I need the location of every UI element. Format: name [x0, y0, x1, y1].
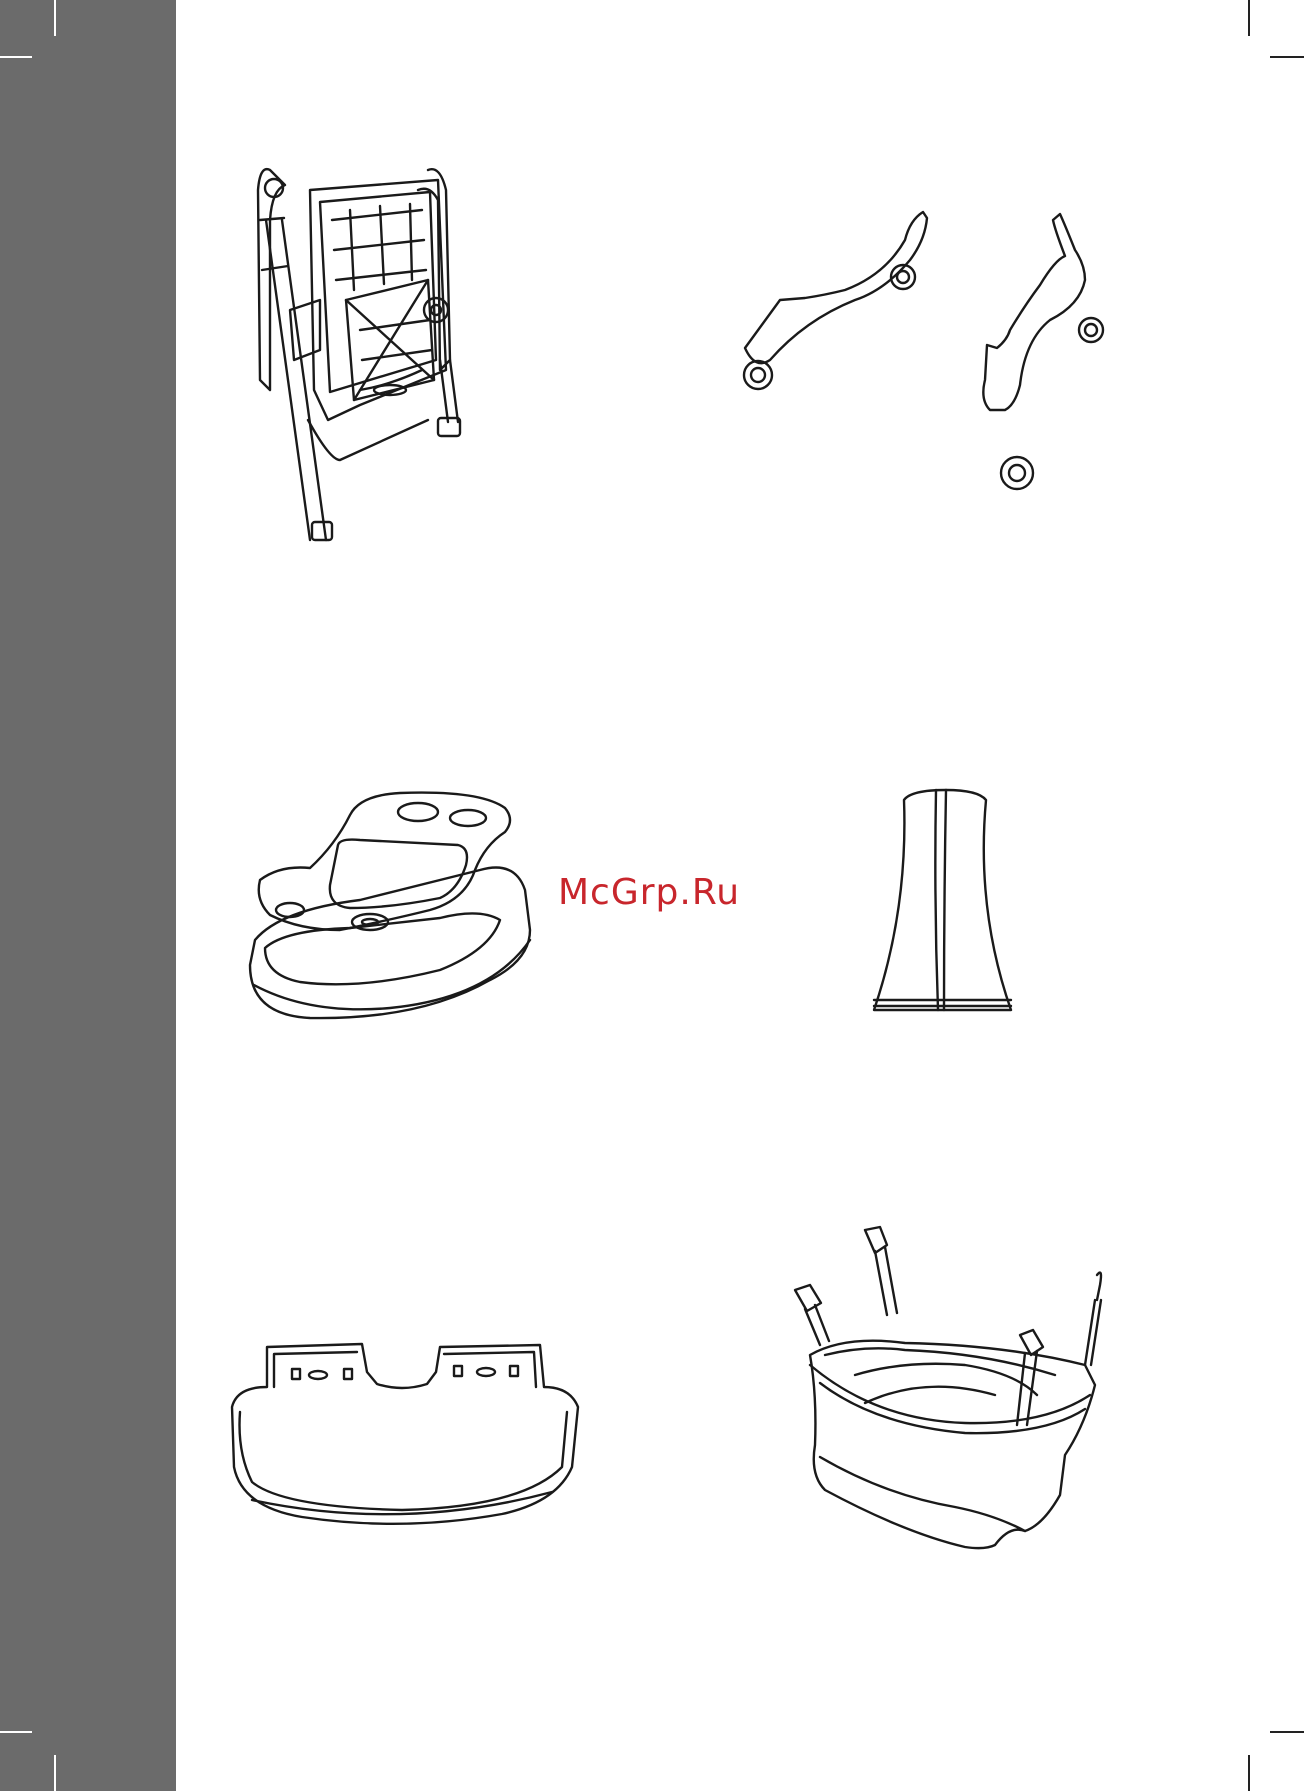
tray-insert-illustration	[222, 1342, 582, 1532]
shopping-basket-illustration	[785, 1225, 1105, 1555]
crop-mark	[1248, 1755, 1250, 1791]
crop-mark	[1270, 1731, 1304, 1733]
page-sidebar	[0, 0, 176, 1791]
rear-wheel-legs-illustration	[735, 210, 1115, 500]
folded-high-chair-illustration	[250, 160, 510, 550]
crop-mark	[54, 1755, 56, 1791]
seat-post-cover-illustration	[866, 790, 1026, 1020]
double-food-tray-illustration	[240, 790, 540, 1025]
watermark-text: McGrp.Ru	[558, 872, 740, 913]
crop-mark	[1248, 0, 1250, 36]
crop-mark	[54, 0, 56, 36]
crop-mark	[0, 56, 32, 58]
crop-mark	[1270, 56, 1304, 58]
crop-mark	[0, 1731, 32, 1733]
